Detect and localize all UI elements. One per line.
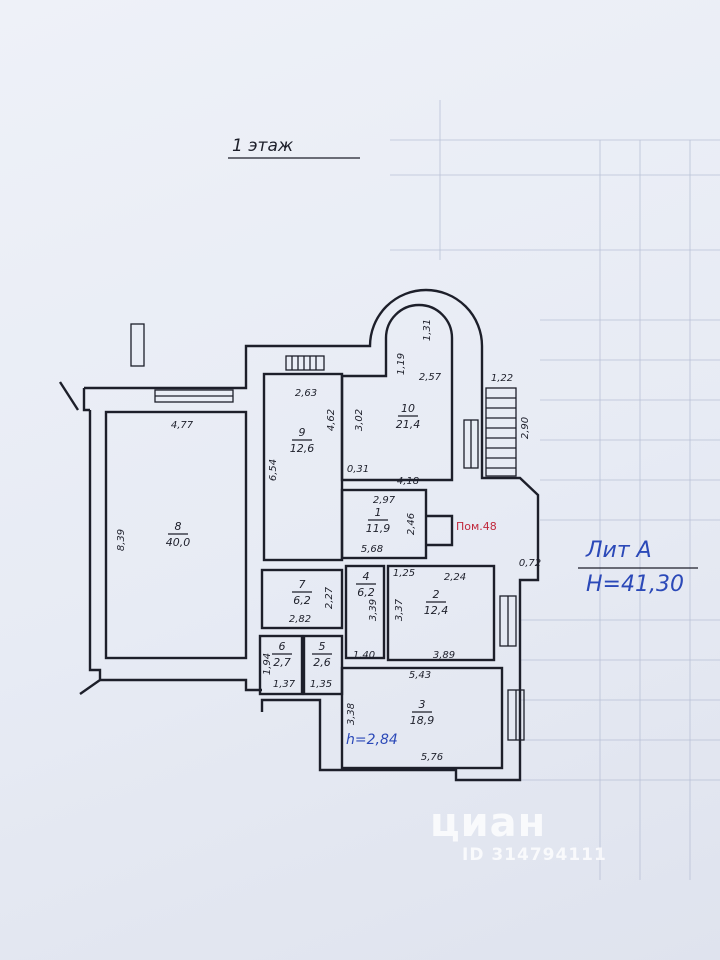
room-number: 5 bbox=[319, 640, 326, 653]
dimension-label: 0,72 bbox=[519, 558, 541, 569]
dimension-label: 2,24 bbox=[444, 572, 466, 583]
room-number: 9 bbox=[299, 426, 306, 439]
room-8: 840,0 bbox=[166, 520, 191, 549]
room-walls bbox=[104, 303, 504, 770]
dimension-label: 5,43 bbox=[409, 670, 431, 681]
room-4: 46,2 bbox=[356, 570, 376, 599]
dimension-label: 5,76 bbox=[421, 752, 443, 763]
room-area: 12,6 bbox=[290, 442, 315, 455]
dimension-label: 2,82 bbox=[289, 614, 311, 625]
dimension-label: 3,89 bbox=[433, 650, 455, 661]
room-area: 6,2 bbox=[357, 586, 375, 599]
background-grid bbox=[390, 100, 720, 880]
dimension-label: 1,25 bbox=[393, 568, 415, 579]
room-area: 6,2 bbox=[293, 594, 311, 607]
room-area: 2,7 bbox=[273, 656, 291, 669]
dimension-label: 1,94 bbox=[262, 653, 273, 675]
dimension-label: 3,39 bbox=[368, 599, 379, 621]
dimension-label: 5,68 bbox=[361, 544, 383, 555]
room-area: 2,6 bbox=[313, 656, 331, 669]
dimension-label: 1,19 bbox=[396, 353, 407, 375]
watermark-logo: циан bbox=[430, 800, 547, 846]
watermark-id: ID 314794111 bbox=[462, 845, 607, 865]
room-number: 1 bbox=[375, 506, 382, 519]
room-number: 8 bbox=[175, 520, 182, 533]
dimension-label: 1,22 bbox=[491, 373, 513, 384]
room-2: 212,4 bbox=[424, 588, 449, 617]
room-number: 2 bbox=[433, 588, 440, 601]
dimension-label: 2,46 bbox=[406, 513, 417, 535]
room-number: 10 bbox=[401, 402, 415, 415]
premise-label: Пом.48 bbox=[456, 520, 497, 533]
room-number: 4 bbox=[363, 570, 370, 583]
dimension-label: 1,37 bbox=[273, 679, 296, 690]
dimension-label: 2,63 bbox=[295, 388, 317, 399]
room-3: 318,9 bbox=[410, 698, 435, 727]
room-9: 912,6 bbox=[290, 426, 315, 455]
dimension-label: 4,18 bbox=[397, 476, 419, 487]
room-height: h=2,84 bbox=[346, 732, 398, 748]
dimension-label: 3,38 bbox=[346, 703, 357, 725]
dimension-label: 2,27 bbox=[324, 586, 335, 609]
room-area: 40,0 bbox=[166, 536, 191, 549]
chimney-block bbox=[130, 323, 145, 367]
dimension-label: 8,39 bbox=[116, 529, 127, 551]
room-1: 111,9 bbox=[366, 506, 391, 535]
dimension-label: 1,40 bbox=[353, 650, 375, 661]
dimension-label: 3,37 bbox=[394, 598, 405, 621]
dimension-label: 1,35 bbox=[310, 679, 332, 690]
floor-title: 1 этаж bbox=[232, 136, 294, 156]
room-10: 10 21,4 bbox=[396, 402, 421, 431]
dimension-label: 0,31 bbox=[347, 464, 369, 475]
room-number: 7 bbox=[299, 578, 306, 591]
room-labels: 111,9212,4318,946,252,662,776,2840,0912,… bbox=[166, 402, 449, 727]
dimension-label: 2,97 bbox=[373, 495, 396, 506]
room-5: 52,6 bbox=[312, 640, 332, 669]
room-area: 21,4 bbox=[396, 418, 421, 431]
lit-label: Лит А bbox=[586, 538, 652, 563]
room-number: 6 bbox=[279, 640, 286, 653]
dimension-label: 2,57 bbox=[419, 372, 442, 383]
dimension-label: 4,77 bbox=[171, 420, 194, 431]
dimension-label: 3,02 bbox=[354, 409, 365, 431]
room-area: 12,4 bbox=[424, 604, 449, 617]
dimension-label: 4,62 bbox=[326, 409, 337, 431]
room-number: 3 bbox=[419, 698, 426, 711]
dimension-label: 1,31 bbox=[422, 319, 433, 341]
outer-walls bbox=[58, 288, 540, 782]
room-6: 62,7 bbox=[272, 640, 292, 669]
stair-hatching bbox=[154, 355, 525, 741]
room-7: 76,2 bbox=[292, 578, 312, 607]
dimension-label: 2,90 bbox=[520, 417, 531, 439]
room-area: 18,9 bbox=[410, 714, 435, 727]
building-height: H=41,30 bbox=[586, 572, 684, 597]
dimension-label: 6,54 bbox=[268, 459, 279, 481]
room-area: 11,9 bbox=[366, 522, 391, 535]
